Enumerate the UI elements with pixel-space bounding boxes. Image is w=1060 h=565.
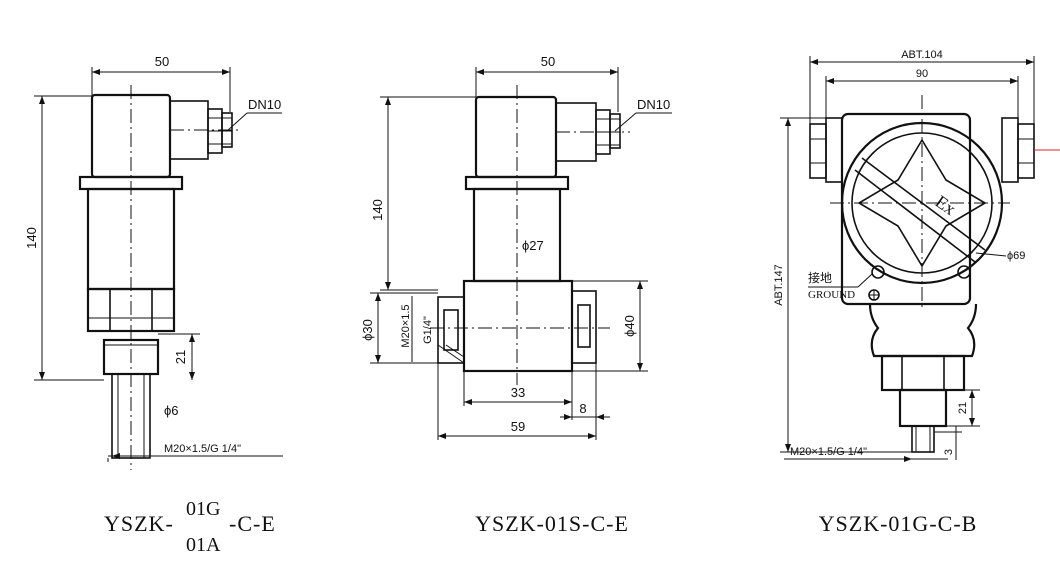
process-fitting	[898, 388, 948, 428]
hex-nut	[880, 354, 966, 392]
dim-left-label: ϕ30	[360, 319, 375, 341]
dim-inner-label: 33	[511, 385, 525, 400]
dim-connector-label: DN10	[637, 97, 670, 112]
dim-height-label: 140	[24, 227, 39, 249]
dim-thread-label: M20×1.5/G 1/4"	[164, 443, 241, 455]
dim-fitting-label: 21	[173, 350, 188, 364]
differential-block	[462, 279, 574, 373]
ex-mark: Ex	[932, 191, 960, 219]
drawing-2: 50 DN10 140 ϕ27 ϕ30 M20×1.5 G1/4" ϕ40	[360, 54, 672, 536]
dim-abt-width-label: ABT.104	[901, 49, 943, 61]
dim-width-label: 90	[916, 68, 928, 80]
neck	[868, 303, 978, 358]
model-label: YSZK-01G-C-B	[819, 511, 978, 536]
thread-stem	[911, 425, 935, 453]
ground-label-en: GROUND	[808, 289, 855, 301]
dim-abt-height-label: ABT.147	[773, 264, 785, 306]
dim-right-label: ϕ40	[622, 315, 637, 337]
dim-total-label: 59	[511, 419, 525, 434]
dim-width-label: 50	[155, 54, 169, 69]
model-suffix: -C-E	[229, 511, 276, 536]
left-port	[437, 296, 465, 364]
dim-thread-label: M20×1.5/G 1/4"	[790, 446, 867, 458]
drawing-1: 50 DN10 140 21 ϕ6 M20×1.5/G 1/4" YSZK- 0…	[24, 54, 283, 556]
right-port	[571, 290, 597, 364]
model-label: YSZK-01S-C-E	[475, 511, 629, 536]
dim-port-label: G1/4"	[422, 316, 434, 344]
connector-head	[474, 95, 558, 179]
model-variant-bottom: 01A	[186, 534, 221, 556]
left-boss	[809, 123, 827, 179]
model-prefix: YSZK-	[104, 511, 174, 536]
right-boss	[1017, 123, 1035, 179]
dim-window-label: ϕ69	[1007, 250, 1025, 262]
dim-thread-label: M20×1.5	[400, 304, 412, 347]
drawing-3: Ex ϕ69 接地 GROUND ABT.104	[773, 49, 1060, 536]
dim-fitting-label: 21	[957, 402, 969, 414]
dim-step-label: 3	[943, 449, 955, 455]
dim-connector-label: DN10	[248, 97, 281, 112]
dim-diameter-label: ϕ6	[164, 403, 179, 418]
model-variant-top: 01G	[186, 498, 220, 520]
ground-label-cn: 接地	[808, 270, 832, 285]
dim-side-label: 8	[579, 401, 586, 416]
dim-width-label: 50	[541, 54, 555, 69]
dim-height-label: 140	[370, 199, 385, 221]
dim-body-label: ϕ27	[522, 238, 544, 253]
